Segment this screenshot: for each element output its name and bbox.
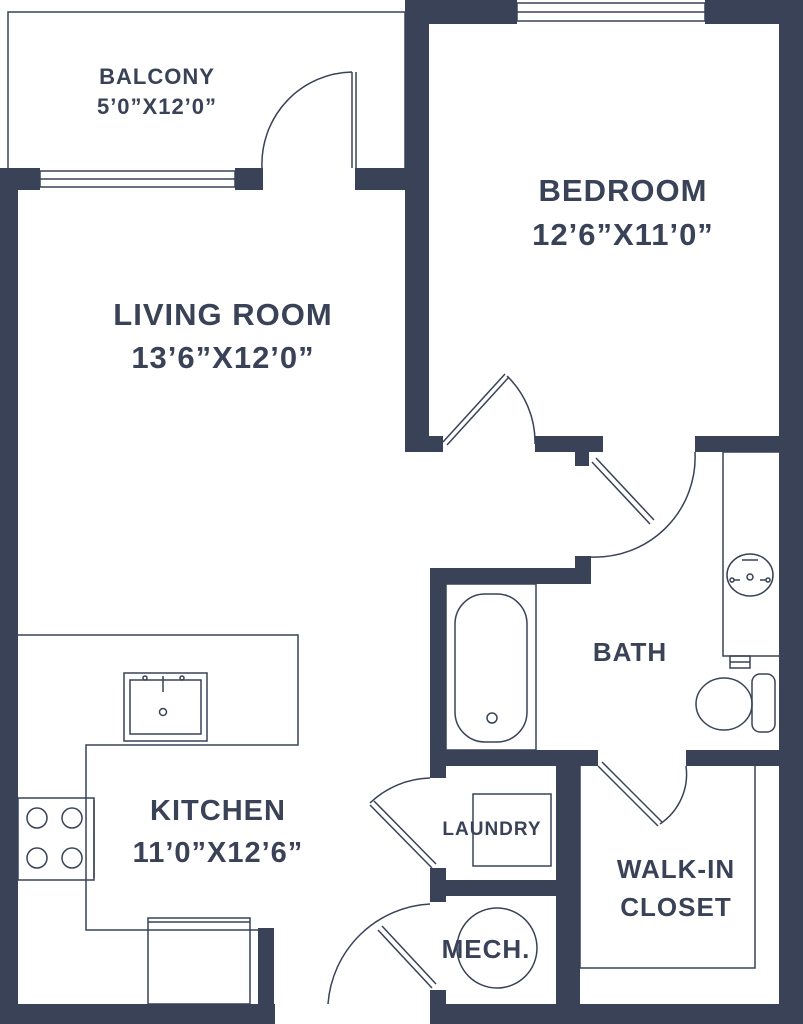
laundry-door [369,804,433,869]
dishwasher-icon [147,917,251,1005]
water-heater-icon [456,907,538,989]
vanity-sink-icon [722,451,779,657]
bathtub-icon [445,583,537,751]
kitchen-dims: 11’0”X12’6” [133,837,304,869]
closet-shelf [579,766,756,969]
bath-fixtures [445,451,779,751]
bedroom-dims: 12’6”X11’0” [532,217,714,252]
living-room-dims: 13’6”X12’0” [131,340,314,375]
balcony-outline [7,11,406,168]
balcony-name: BALCONY [99,64,215,89]
bedroom-name: BEDROOM [539,173,708,208]
bath-door [591,461,651,525]
mech-name: MECH. [442,934,531,964]
bedroom-door [442,373,506,443]
stove-icon [17,797,95,881]
kitchen-counters [17,634,299,1005]
balcony-dims: 5’0”X12’0” [97,94,217,119]
living-room-name: LIVING ROOM [113,297,332,332]
closet-name: WALK-IN [617,854,735,884]
doors [261,71,696,1005]
closet-name-2: CLOSET [620,892,731,922]
bath-name: BATH [593,637,667,667]
laundry-name: LAUNDRY [442,819,541,840]
closet-door [597,765,659,827]
windows [39,2,706,188]
toilet-icon [695,673,776,733]
kitchen-name: KITCHEN [150,795,286,827]
mech-door [377,929,433,989]
utility-fixtures [456,766,756,989]
kitchen-island [18,634,299,931]
washer-dryer-icon [472,793,552,867]
sink-icon [123,672,208,742]
